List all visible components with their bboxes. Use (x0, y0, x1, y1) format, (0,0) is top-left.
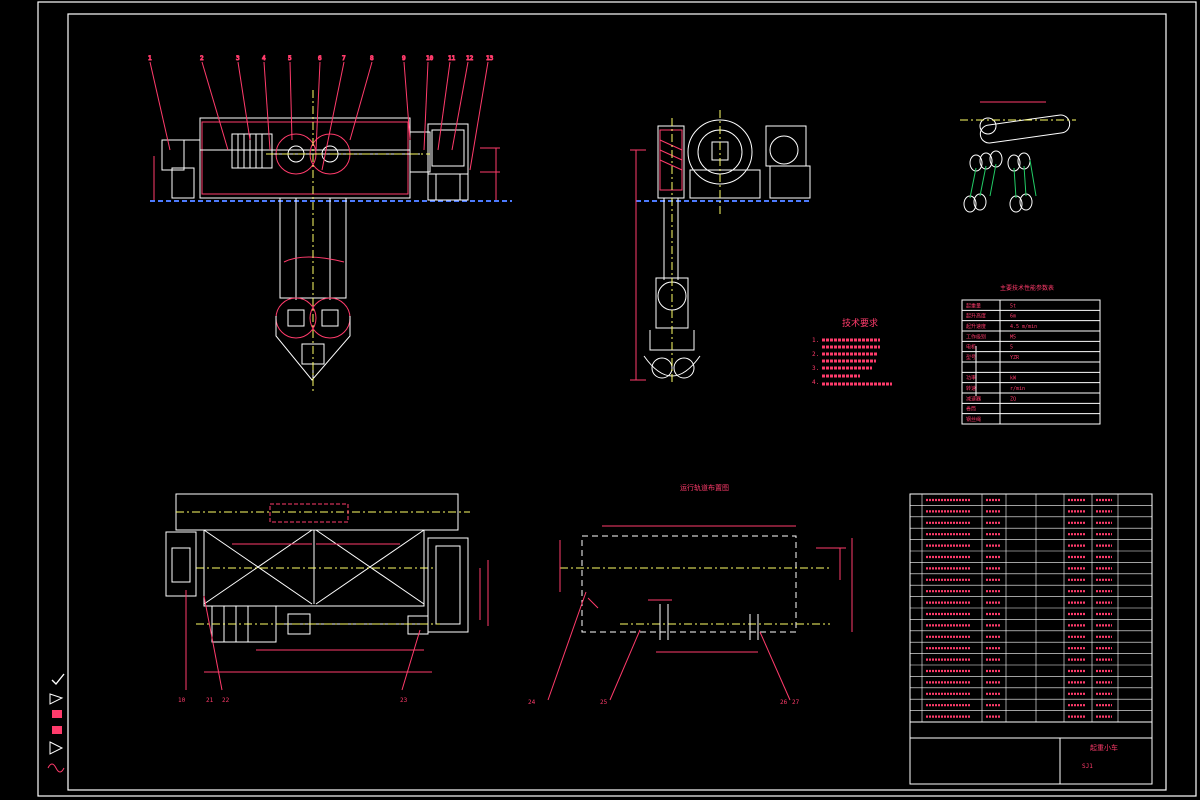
tech-note-1: 1. (812, 337, 819, 344)
callout-leader (315, 61, 321, 151)
param-key: 电机 (966, 344, 976, 351)
tech-note-2: 2. (812, 351, 819, 358)
callout-leader (149, 61, 171, 151)
callout-leader (321, 61, 345, 171)
callout-number: 23 (400, 697, 408, 704)
callout-number: 24 (528, 699, 536, 706)
callout-number: 9 (402, 55, 406, 62)
callout-leader (423, 61, 429, 151)
callout-leader (451, 61, 469, 151)
param-value: YZR (1010, 355, 1020, 361)
param-key: 型号 (966, 354, 976, 361)
callout-number: 13 (486, 55, 494, 62)
param-value: M5 (1010, 334, 1016, 340)
callout-number: 10 (426, 55, 434, 62)
param-value: r/min (1010, 386, 1025, 392)
callout-number: 5 (288, 55, 292, 62)
arrow-icon[interactable] (49, 741, 64, 755)
callout-leader (201, 61, 229, 151)
callout-leader (437, 61, 451, 151)
param-key: 卷筒 (966, 406, 976, 413)
callout-leader (289, 61, 293, 141)
param-value: kW (1010, 376, 1017, 382)
param-value: ZQ (1010, 396, 1016, 402)
drawing-number: SJ1 (1082, 763, 1093, 770)
outer-frame (37, 1, 1197, 797)
param-value: 5t (1010, 303, 1016, 309)
param-key: 起升速度 (966, 323, 986, 330)
tech-title: 技术要求 (842, 317, 878, 329)
toolbar[interactable] (47, 673, 65, 773)
technical-notes: 技术要求 1. 2. 3. 4. (812, 317, 892, 386)
plan-view: 10 21 22 23 (165, 493, 489, 704)
param-key: 功率 (966, 375, 976, 382)
param-key: 起重量 (966, 302, 981, 309)
param-value: 6m (1010, 314, 1016, 320)
callout-number: 21 (206, 697, 214, 704)
param-key: 减速器 (966, 395, 981, 402)
fill-icon[interactable] (52, 726, 62, 734)
callout-number: 12 (466, 55, 474, 62)
rail-layout: 运行轨道布置图 24 25 26 27 (528, 483, 853, 706)
callout-number: 2 (200, 55, 204, 62)
callout-number: 6 (318, 55, 322, 62)
parameters-table: 主要技术性能参数表 起重量 5t 起升高度 6m 起升速度 4.5 m/min 工作级别 M5… (961, 284, 1101, 425)
tech-note-4: 4. (812, 379, 819, 386)
callout-number: 26 (780, 699, 788, 706)
tech-note-3: 3. (812, 365, 819, 372)
callout-leader (237, 61, 251, 141)
callout-number: 27 (792, 699, 800, 706)
param-key: 工作级别 (966, 333, 986, 340)
layout-title: 运行轨道布置图 (680, 483, 729, 492)
bill-of-materials: 起重小车 SJ1 (909, 493, 1153, 785)
wave-icon[interactable] (47, 763, 65, 773)
check-icon[interactable] (51, 673, 65, 686)
callout-number: 11 (448, 55, 456, 62)
end-elevation (630, 110, 811, 384)
callout-number: 3 (236, 55, 240, 62)
title-heading: 起重小车 (1090, 743, 1118, 752)
params-title: 主要技术性能参数表 (1000, 284, 1054, 292)
pencil-icon[interactable] (49, 693, 64, 705)
param-key: 钢丝绳 (966, 416, 981, 423)
reeving-diagram (960, 101, 1076, 213)
callout-number: 7 (342, 55, 346, 62)
eraser-icon[interactable] (52, 710, 62, 718)
callout-leader (403, 61, 411, 141)
callout-leader (263, 61, 271, 151)
inner-frame (67, 13, 1167, 791)
callout-leader (349, 61, 373, 141)
callout-number: 22 (222, 697, 230, 704)
param-key: 转速 (966, 385, 976, 392)
param-value: 5 (1010, 345, 1013, 351)
callout-number: 4 (262, 55, 266, 62)
callout-number: 8 (370, 55, 374, 62)
callout-number: 25 (600, 699, 608, 706)
callout-number: 10 (178, 697, 186, 704)
callout-leader (469, 61, 489, 171)
param-key: 起升高度 (966, 313, 986, 320)
param-value: 4.5 m/min (1010, 324, 1037, 330)
callout-number: 1 (148, 55, 152, 62)
